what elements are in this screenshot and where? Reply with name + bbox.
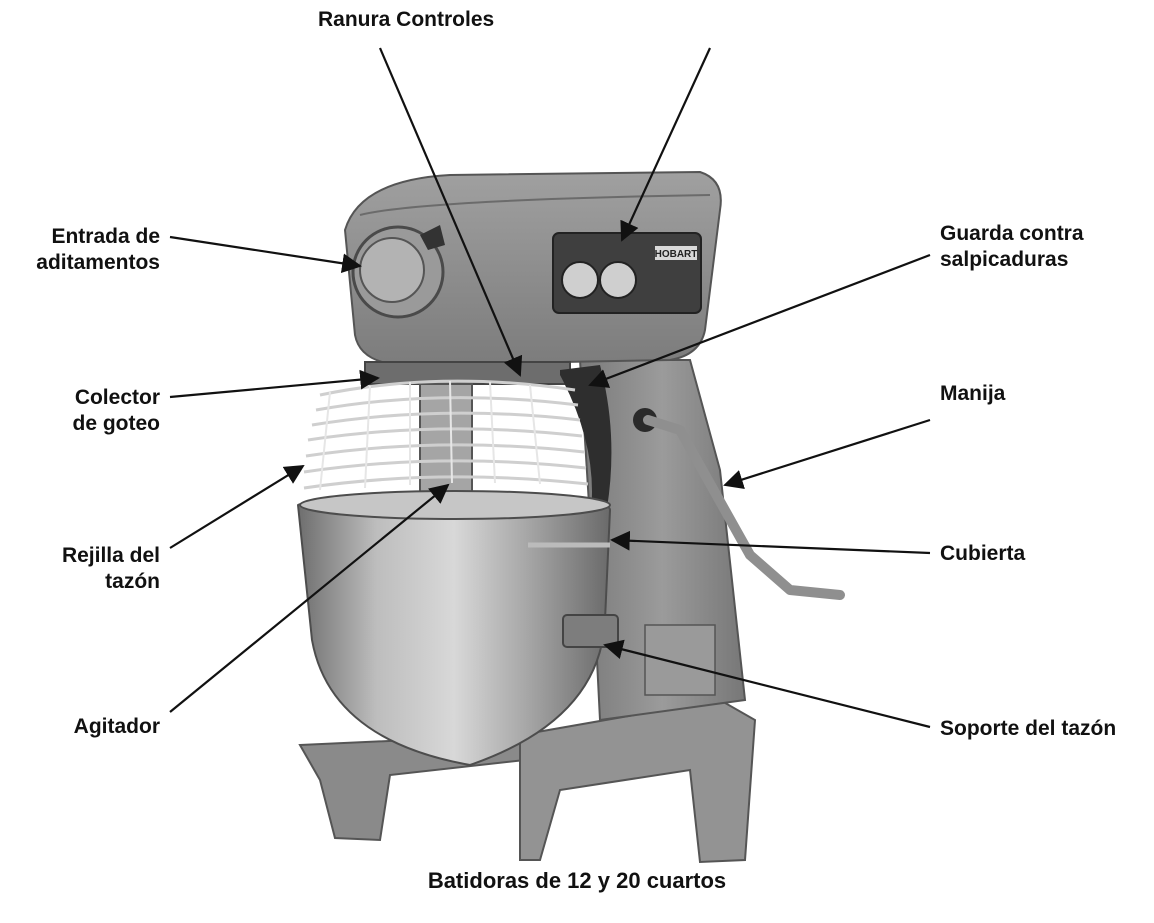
label-colector-line2: de goteo xyxy=(72,412,161,435)
label-guarda-salpicaduras: Guarda contra salpicaduras xyxy=(940,221,1084,273)
label-colector-line1: Colector xyxy=(74,386,160,409)
label-entrada-line1: Entrada de xyxy=(51,225,160,248)
label-entrada-aditamentos: Entrada de aditamentos xyxy=(20,224,160,276)
label-manija: Manija xyxy=(940,382,1006,405)
base-right-foot xyxy=(519,698,757,864)
leader-entrada xyxy=(169,235,362,274)
leader-manija xyxy=(723,418,931,490)
label-soporte-tazon: Soporte del tazón xyxy=(940,717,1117,740)
leader-guarda xyxy=(588,253,931,388)
label-entrada-line2: aditamentos xyxy=(36,251,160,274)
bowl-support xyxy=(562,614,619,648)
leader-agitador xyxy=(169,483,450,713)
leader-rejilla xyxy=(169,464,305,549)
leader-controles xyxy=(620,47,711,242)
leader-soporte xyxy=(603,639,931,729)
leader-colector xyxy=(169,369,380,399)
splash-guard-shape xyxy=(560,365,612,520)
label-rejilla-line2: tazón xyxy=(105,570,160,593)
brand-badge: HOBART xyxy=(655,249,698,260)
lift-handle xyxy=(643,415,845,600)
label-colector-goteo: Colector de goteo xyxy=(20,385,161,437)
leader-cubierta xyxy=(610,530,931,555)
label-agitador: Agitador xyxy=(73,715,160,738)
label-ranura-controles: Ranura Controles xyxy=(318,8,495,31)
label-guarda-line1: Guarda contra xyxy=(940,222,1084,245)
figure-caption: Batidoras de 12 y 20 cuartos xyxy=(427,868,727,893)
label-cubierta: Cubierta xyxy=(940,542,1026,565)
label-guarda-line2: salpicaduras xyxy=(940,248,1069,271)
label-rejilla-line1: Rejilla del xyxy=(61,544,160,567)
label-rejilla-tazon: Rejilla del tazón xyxy=(20,543,160,595)
leader-ranura xyxy=(378,47,523,377)
bowl-guard xyxy=(303,379,589,490)
